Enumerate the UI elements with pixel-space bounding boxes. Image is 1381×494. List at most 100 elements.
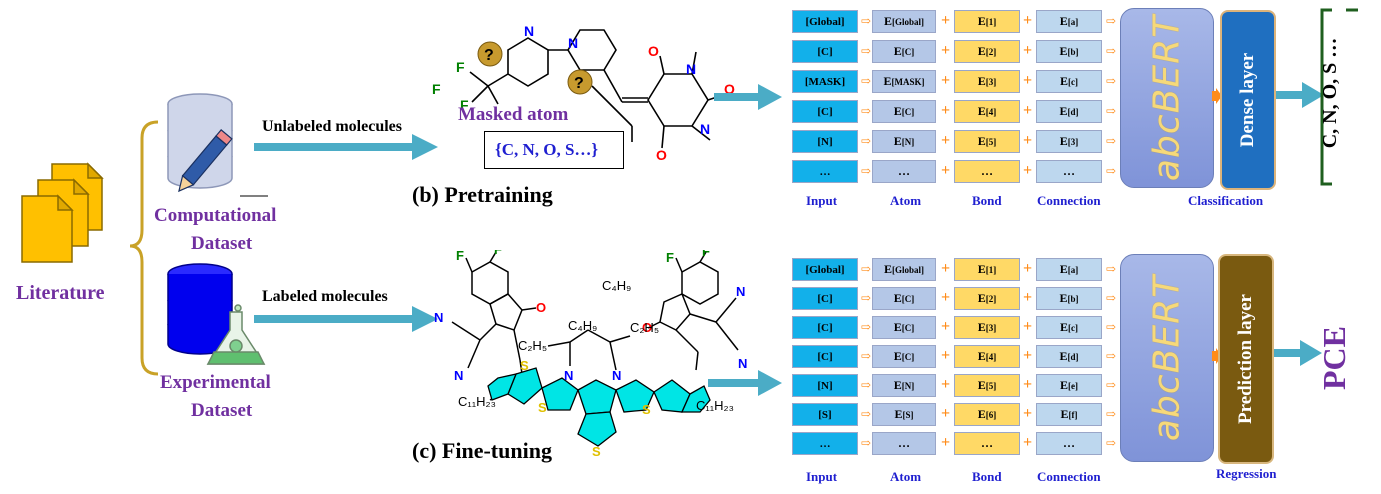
pre-f-1: F: [456, 59, 465, 75]
ft-arrow-glyph: ⇨: [861, 436, 872, 450]
ft-plus-sign: +: [1023, 318, 1033, 335]
pre-plus-sign: +: [941, 12, 951, 29]
ft-plus-sign: +: [1023, 405, 1033, 422]
pre-plus-sign: +: [941, 72, 951, 89]
pre-o-2: O: [724, 81, 735, 97]
ft-n-2: N: [454, 368, 463, 383]
unlabeled-label: Unlabeled molecules: [262, 118, 402, 135]
ft-output-arrow: [1274, 340, 1322, 366]
ft-f-4: F: [702, 250, 710, 259]
ft-model-arrow-glyph: ⇨: [1106, 262, 1117, 276]
ft-arrow-glyph: ⇨: [861, 291, 872, 305]
ft-plus-sign: +: [1023, 434, 1033, 451]
pre-input-cell: [C]: [792, 40, 858, 63]
pre-f-2: F: [432, 81, 441, 97]
ft-atom-cell: E[Global]: [872, 258, 936, 281]
ft-plus-sign: +: [1023, 376, 1033, 393]
pre-atom-cell: E[C]: [872, 100, 936, 123]
experimental-label-2: Dataset: [191, 400, 253, 421]
pre-model-arrow-glyph: ⇨: [1106, 104, 1117, 118]
pre-connection-cell: E[a]: [1036, 10, 1102, 33]
finetune-abcbert-label: abcBERT: [1146, 274, 1188, 442]
pce-output-label: PCE: [1316, 326, 1352, 390]
pre-atom-cell: E[C]: [872, 40, 936, 63]
ft-connection-cell: E[c]: [1036, 316, 1102, 339]
pre-atom-cell: E[MASK]: [872, 70, 936, 93]
regression-label: Regression: [1216, 466, 1277, 481]
pre-connection-cell: E[3]: [1036, 130, 1102, 153]
pre-plus-sign: +: [1023, 162, 1033, 179]
prediction-layer-block: Prediction layer: [1218, 254, 1274, 464]
pre-model-arrow-glyph: ⇨: [1106, 164, 1117, 178]
finetune-title: (c) Fine-tuning: [412, 438, 552, 463]
prediction-layer-label: Prediction layer: [1235, 294, 1256, 424]
dense-layer-block: Dense layer: [1220, 10, 1276, 190]
ft-plus-sign: +: [941, 289, 951, 306]
pre-model-arrow-glyph: ⇨: [1106, 134, 1117, 148]
ft-input-cell: [S]: [792, 403, 858, 426]
finetune-abcbert-block: abcBERT: [1120, 254, 1214, 462]
ft-model-arrow-glyph: ⇨: [1106, 320, 1117, 334]
ft-plus-sign: +: [941, 347, 951, 364]
ft-c4h9-1: C₄H₉: [568, 318, 597, 333]
pre-atom-cell: E[N]: [872, 130, 936, 153]
ft-plus-sign: +: [1023, 347, 1033, 364]
pre-bond-cell: E[4]: [954, 100, 1020, 123]
pre-model-arrow: [1212, 88, 1222, 104]
pre-plus-sign: +: [1023, 102, 1033, 119]
classification-label: Classification: [1188, 193, 1264, 208]
pre-header-connection: Connection: [1037, 193, 1101, 208]
pre-bond-cell: E[2]: [954, 40, 1020, 63]
pre-arrow-glyph: ⇨: [861, 104, 872, 118]
ft-bond-cell: …: [954, 432, 1020, 455]
ft-input-cell: …: [792, 432, 858, 455]
ft-bond-cell: E[6]: [954, 403, 1020, 426]
pre-plus-sign: +: [941, 102, 951, 119]
ft-header-atom: Atom: [890, 469, 922, 484]
ft-bond-cell: E[2]: [954, 287, 1020, 310]
ft-s-1: S: [538, 400, 547, 415]
ft-connection-cell: …: [1036, 432, 1102, 455]
pre-f-3: F: [460, 97, 469, 113]
ft-atom-cell: E[C]: [872, 287, 936, 310]
pre-plus-sign: +: [941, 132, 951, 149]
ft-bond-cell: E[4]: [954, 345, 1020, 368]
dense-layer-label: Dense layer: [1237, 52, 1258, 148]
labeled-arrow: [254, 306, 438, 332]
ft-model-arrow-glyph: ⇨: [1106, 378, 1117, 392]
pretrain-abcbert-block: abcBERT: [1120, 8, 1214, 188]
pre-n-2: N: [568, 35, 578, 51]
finetune-molecule: F F F F O O N N N N N N S S S S C₁₁H₂₃ C…: [434, 250, 747, 459]
unlabeled-arrow: [254, 134, 438, 160]
ft-connection-cell: E[e]: [1036, 374, 1102, 397]
pre-input-cell: [MASK]: [792, 70, 858, 93]
ft-bond-cell: E[3]: [954, 316, 1020, 339]
ft-model-arrow-glyph: ⇨: [1106, 291, 1117, 305]
ft-header-input: Input: [806, 469, 838, 484]
pre-connection-cell: E[d]: [1036, 100, 1102, 123]
masked-atom-label: Masked atom: [458, 104, 569, 125]
literature-label: Literature: [16, 282, 105, 304]
pre-bond-cell: …: [954, 160, 1020, 183]
ft-c2h5-2: C₂H₅: [630, 320, 659, 335]
ft-plus-sign: +: [941, 376, 951, 393]
ft-n-1: N: [434, 310, 443, 325]
pretrain-output-label: C, N, O, S …: [1319, 37, 1341, 149]
pre-atom-cell: E[Global]: [872, 10, 936, 33]
ft-atom-cell: …: [872, 432, 936, 455]
ft-atom-cell: E[S]: [872, 403, 936, 426]
pretrain-molecule: N N F F F O N O N O ? ?: [432, 23, 735, 163]
ft-bond-cell: E[5]: [954, 374, 1020, 397]
documents-icon: [21, 162, 104, 263]
ft-plus-sign: +: [1023, 260, 1033, 277]
pre-plus-sign: +: [1023, 72, 1033, 89]
ft-atom-cell: E[C]: [872, 316, 936, 339]
ft-n-3: N: [736, 284, 745, 299]
pre-connection-cell: E[b]: [1036, 40, 1102, 63]
ft-c2h5-1: C₂H₅: [518, 338, 547, 353]
pre-bond-cell: E[5]: [954, 130, 1020, 153]
ft-input-cell: [C]: [792, 345, 858, 368]
pre-plus-sign: +: [941, 162, 951, 179]
ft-model-arrow: [1212, 348, 1222, 364]
